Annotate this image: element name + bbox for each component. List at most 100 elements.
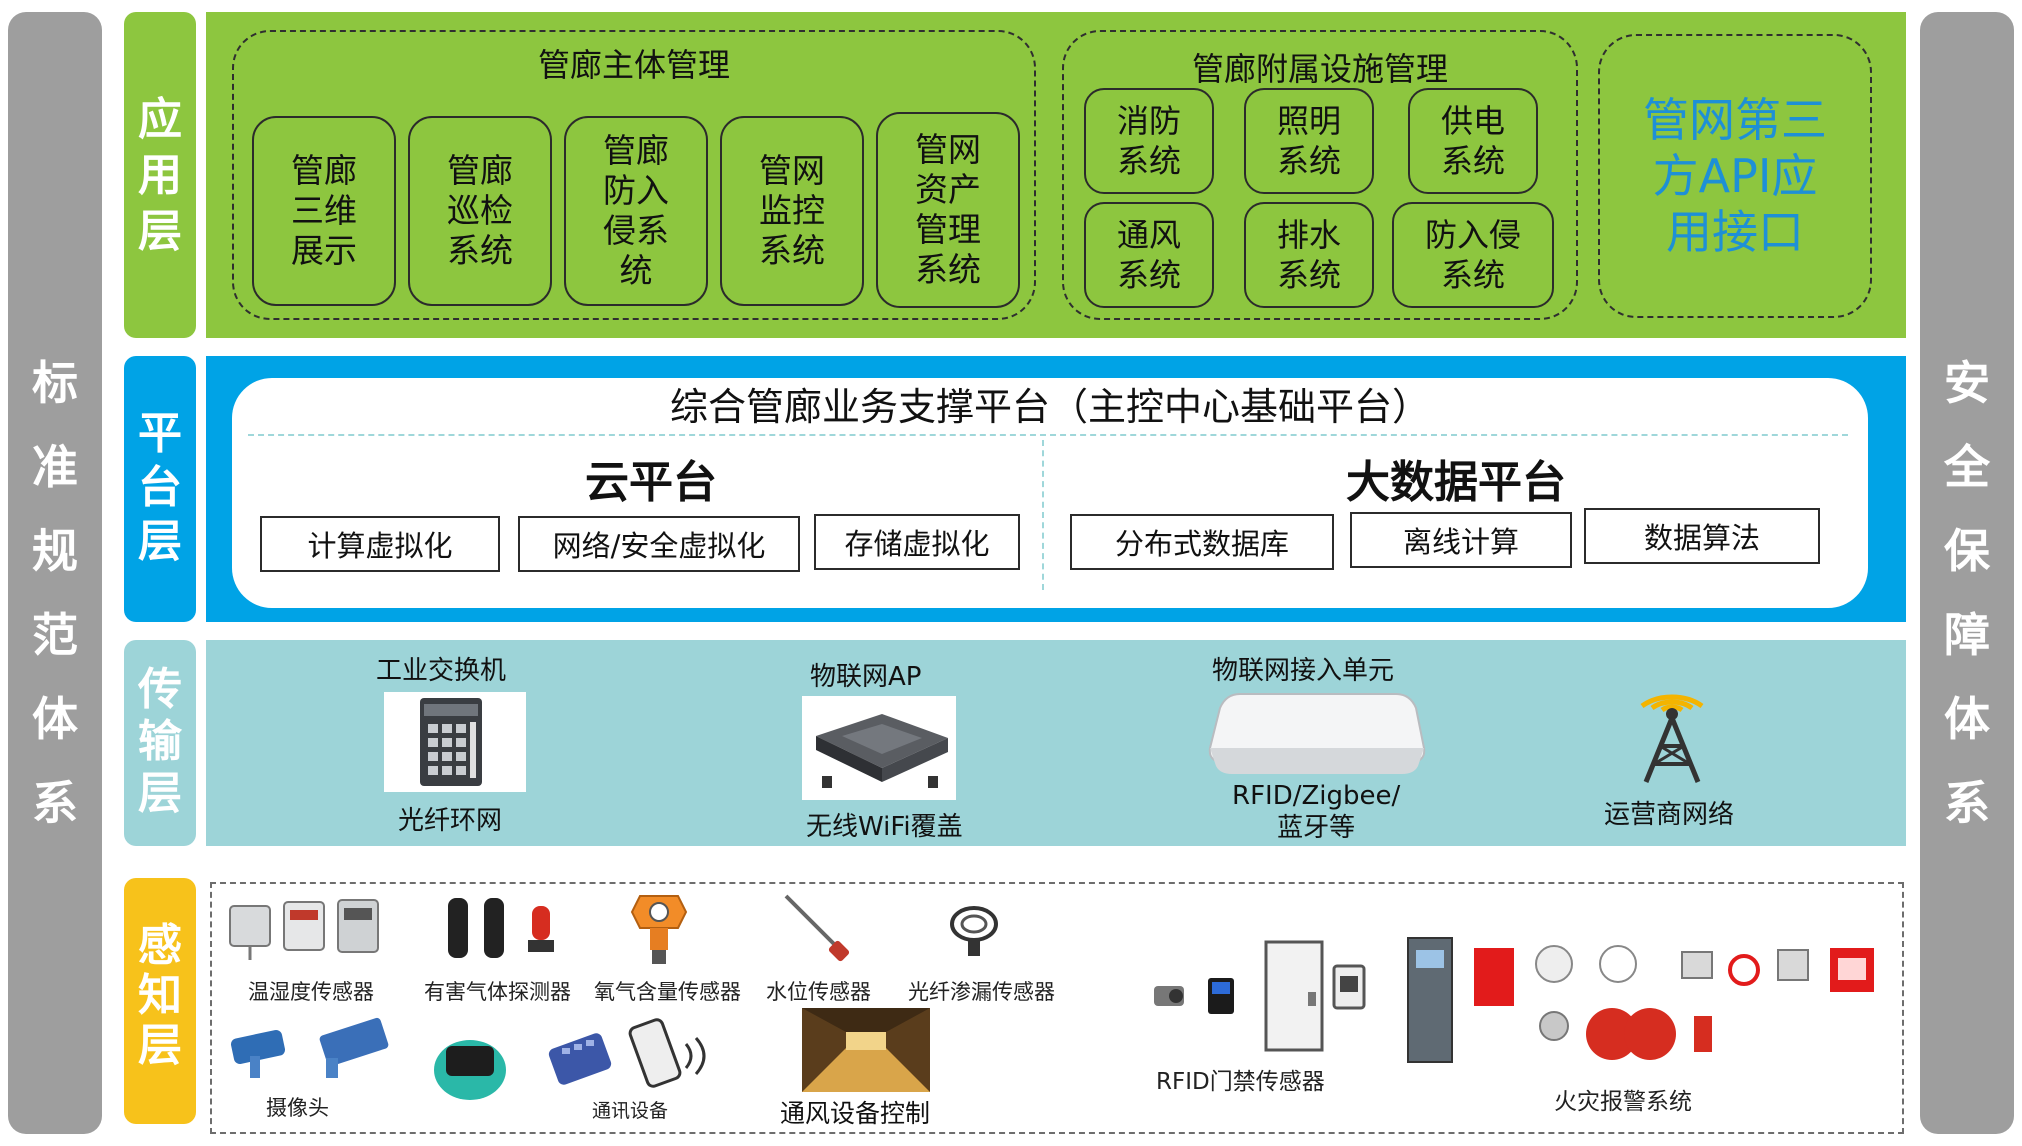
layer-char: 层 bbox=[138, 206, 182, 257]
harmful-gas-detector-icon bbox=[440, 892, 570, 964]
iot-ap-icon bbox=[802, 696, 956, 800]
device-label: 摄像头 bbox=[266, 1096, 329, 1120]
device-label: 水位传感器 bbox=[766, 980, 871, 1004]
layer-char: 层 bbox=[138, 1020, 182, 1071]
device-label: 通风设备控制 bbox=[780, 1099, 931, 1128]
item-bottom-label: RFID/Zigbee/ 蓝牙等 bbox=[1232, 780, 1400, 844]
item-top-label: 工业交换机 bbox=[376, 656, 507, 686]
sensing-layer-label: 感 知 层 bbox=[124, 878, 196, 1124]
item-bottom-label: 运营商网络 bbox=[1604, 800, 1735, 830]
side-char: 系 bbox=[1944, 776, 1990, 830]
corridor-main-management-group bbox=[232, 30, 1036, 320]
item-bottom-label: 光纤环网 bbox=[398, 806, 503, 836]
box-line: 通风 bbox=[1116, 216, 1181, 254]
divider bbox=[248, 434, 1848, 436]
rfid-access-control-icon bbox=[1148, 936, 1370, 1056]
system-box-drainage: 排水系统 bbox=[1244, 202, 1374, 308]
box-line: 系统 bbox=[1440, 256, 1505, 294]
transport-layer-label: 传 输 层 bbox=[124, 640, 196, 846]
camera-icon bbox=[226, 1012, 396, 1090]
signal-tower-icon bbox=[1622, 676, 1722, 786]
box-line: 管廊 bbox=[603, 131, 669, 170]
api-text: 管网第三 方API应 用接口 bbox=[1598, 92, 1872, 260]
communication-device-icon bbox=[424, 1014, 724, 1110]
module-data-algorithm: 数据算法 bbox=[1584, 508, 1820, 564]
sensing-layer-panel bbox=[210, 882, 1904, 1134]
industrial-switch-icon bbox=[384, 692, 526, 792]
standards-system-column: 标 准 规 范 体 系 bbox=[8, 12, 102, 1134]
box-line: 三维 bbox=[291, 191, 357, 230]
box-line: 监控 bbox=[759, 191, 825, 230]
system-box-asset-management: 管网资产管理系统 bbox=[876, 112, 1020, 308]
box-line: 管廊 bbox=[291, 151, 357, 190]
box-line: 管廊 bbox=[447, 151, 513, 190]
side-char: 规 bbox=[32, 524, 78, 578]
device-label: 氧气含量传感器 bbox=[594, 980, 741, 1004]
system-box-network-monitoring: 管网监控系统 bbox=[720, 116, 864, 306]
box-line: 侵系 bbox=[603, 211, 669, 250]
api-line: 方API应 bbox=[1652, 149, 1818, 203]
box-line: 供电 bbox=[1440, 102, 1505, 140]
layer-char: 传 bbox=[138, 664, 182, 715]
layer-char: 知 bbox=[138, 970, 182, 1021]
big-data-platform-title: 大数据平台 bbox=[1346, 457, 1566, 508]
box-line: 统 bbox=[619, 251, 653, 290]
device-label: 通讯设备 bbox=[592, 1100, 669, 1122]
system-box-lighting: 照明系统 bbox=[1244, 88, 1374, 194]
side-char: 体 bbox=[1944, 692, 1990, 746]
system-box-power: 供电系统 bbox=[1408, 88, 1538, 194]
layer-char: 层 bbox=[138, 516, 182, 567]
device-label: 光纤渗漏传感器 bbox=[908, 980, 1055, 1004]
label-line: 蓝牙等 bbox=[1277, 813, 1356, 843]
item-top-label: 物联网接入单元 bbox=[1212, 656, 1395, 686]
box-line: 防入侵 bbox=[1424, 216, 1521, 254]
side-char: 安 bbox=[1944, 356, 1990, 410]
side-char: 范 bbox=[32, 608, 78, 662]
layer-char: 用 bbox=[138, 150, 182, 201]
platform-title: 综合管廊业务支撑平台（主控中心基础平台） bbox=[669, 385, 1430, 429]
box-line: 管网 bbox=[759, 151, 825, 190]
box-line: 系统 bbox=[1440, 142, 1505, 180]
device-label: 温湿度传感器 bbox=[248, 980, 374, 1004]
item-top-label: 物联网AP bbox=[810, 662, 922, 692]
device-label: RFID门禁传感器 bbox=[1156, 1069, 1325, 1095]
system-box-3d-display: 管廊三维展示 bbox=[252, 116, 396, 306]
module-offline-computing: 离线计算 bbox=[1350, 512, 1572, 568]
module-storage-virtualization: 存储虚拟化 bbox=[814, 514, 1020, 570]
module-compute-virtualization: 计算虚拟化 bbox=[260, 516, 500, 572]
box-line: 系统 bbox=[1276, 142, 1341, 180]
device-label: 火灾报警系统 bbox=[1554, 1089, 1692, 1115]
system-box-ventilation: 通风系统 bbox=[1084, 202, 1214, 308]
layer-char: 应 bbox=[138, 94, 182, 145]
third-party-api-box bbox=[1598, 34, 1872, 318]
box-line: 管理 bbox=[915, 210, 981, 249]
label-line: RFID/Zigbee/ bbox=[1232, 781, 1401, 811]
box-line: 系统 bbox=[1276, 256, 1341, 294]
side-char: 标 bbox=[32, 356, 78, 410]
platform-layer-label: 平 台 层 bbox=[124, 356, 196, 622]
layer-char: 平 bbox=[138, 408, 182, 459]
layer-char: 感 bbox=[138, 920, 182, 971]
system-box-fire: 消防系统 bbox=[1084, 88, 1214, 194]
temperature-humidity-sensor-icon bbox=[226, 892, 386, 964]
box-line: 资产 bbox=[915, 170, 981, 209]
box-line: 防入 bbox=[603, 171, 669, 210]
security-system-column: 安 全 保 障 体 系 bbox=[1920, 12, 2014, 1134]
ventilation-tunnel-photo-icon bbox=[802, 1008, 930, 1092]
divider bbox=[1042, 440, 1044, 590]
box-line: 系统 bbox=[1116, 256, 1181, 294]
box-line: 巡检 bbox=[447, 191, 513, 230]
box-line: 展示 bbox=[291, 231, 357, 270]
device-label: 有害气体探测器 bbox=[424, 980, 571, 1004]
box-line: 照明 bbox=[1276, 102, 1341, 140]
system-box-anti-intrusion: 管廊防入侵系统 bbox=[564, 116, 708, 306]
layer-char: 台 bbox=[138, 462, 182, 513]
box-line: 消防 bbox=[1116, 102, 1181, 140]
water-level-sensor-icon bbox=[778, 892, 858, 964]
layer-char: 输 bbox=[138, 716, 182, 767]
platform-inner-panel bbox=[232, 378, 1868, 608]
side-char: 系 bbox=[32, 776, 78, 830]
box-line: 系统 bbox=[915, 250, 981, 289]
api-line: 用接口 bbox=[1666, 205, 1804, 259]
application-layer-label: 应 用 层 bbox=[124, 12, 196, 338]
